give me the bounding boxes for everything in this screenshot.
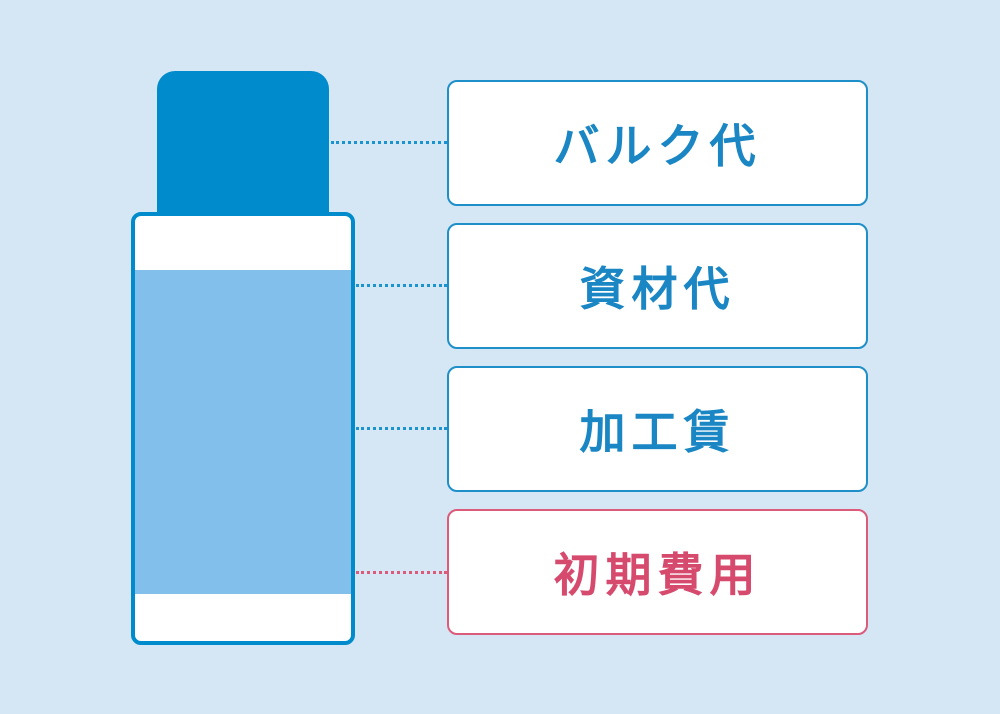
initial-cost-label: 初期費用 <box>553 548 762 602</box>
connector-initial-cost <box>356 571 447 574</box>
connector-processing <box>356 427 447 430</box>
bulk-cost-label: バルク代 <box>553 119 762 173</box>
bottle-body <box>131 212 355 645</box>
initial-cost-box: 初期費用 <box>447 509 868 635</box>
processing-fee-label: 加工賃 <box>579 405 736 459</box>
bulk-cost-box: バルク代 <box>447 80 868 206</box>
connector-bulk <box>331 141 447 144</box>
materials-cost-box: 資材代 <box>447 223 868 349</box>
bottle-cap <box>157 71 329 231</box>
processing-fee-box: 加工賃 <box>447 366 868 492</box>
materials-cost-label: 資材代 <box>579 262 736 316</box>
connector-materials <box>356 284 447 287</box>
bottle-label-band <box>135 270 351 594</box>
